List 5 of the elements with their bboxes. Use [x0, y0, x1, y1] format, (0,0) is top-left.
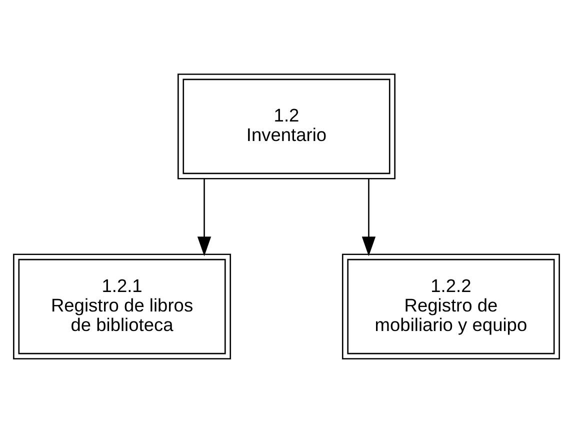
node-box: 1.2.2 Registro de mobiliario y equipo [342, 253, 560, 359]
node-box: 1.2 Inventario [178, 73, 396, 179]
arrow [197, 178, 212, 256]
arrow [362, 178, 376, 256]
node-box: 1.2.1 Registro de libros de biblioteca [13, 253, 232, 359]
